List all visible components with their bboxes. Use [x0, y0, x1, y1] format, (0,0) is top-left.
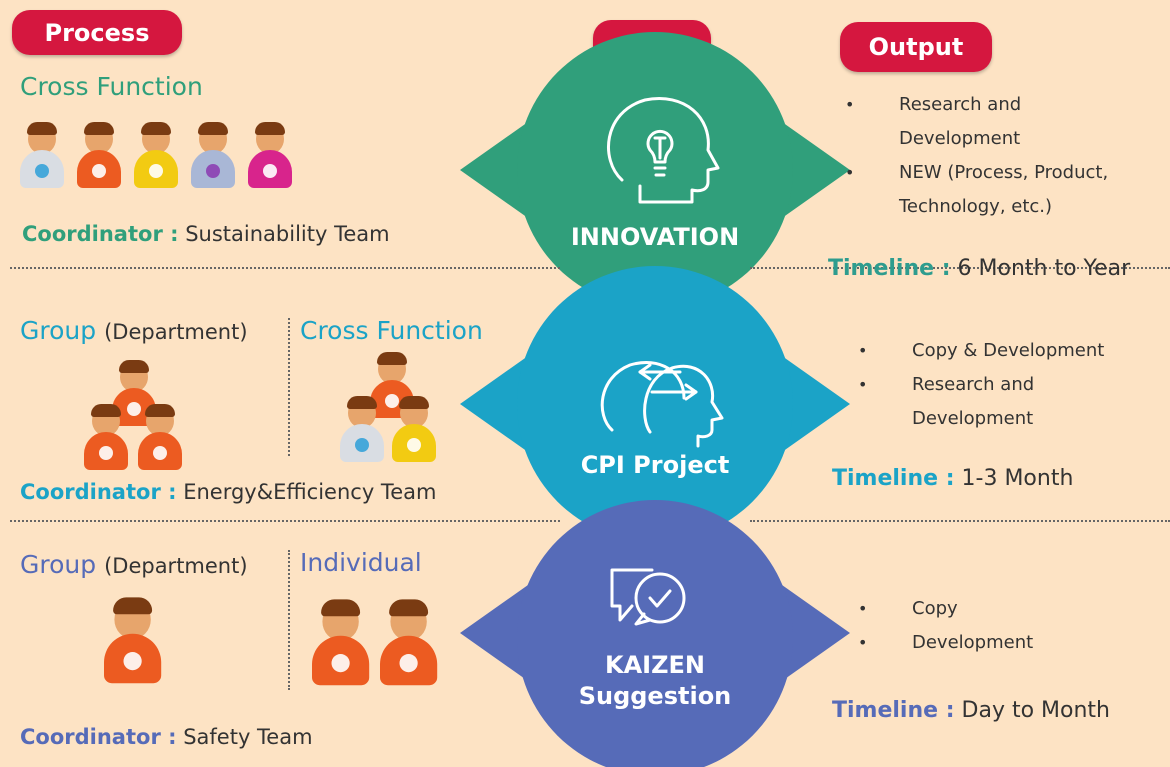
- row2-timeline: Timeline : 1-3 Month: [832, 466, 1074, 491]
- row3-coordinator: Coordinator : Safety Team: [20, 725, 313, 749]
- person-icon: [248, 122, 292, 188]
- person-icon: [104, 597, 162, 684]
- person-icon: [191, 122, 235, 188]
- innovation-circle: [517, 32, 793, 308]
- row3-process-heading-left: Group (Department): [20, 550, 248, 579]
- row2-process-heading-left: Group (Department): [20, 316, 248, 345]
- row2-coordinator: Coordinator : Energy&Efficiency Team: [20, 480, 437, 504]
- output-item: Research and Development: [845, 88, 1079, 156]
- innovation-arrow-left: [460, 122, 560, 218]
- row-divider-2-right: [750, 520, 1170, 522]
- row3-process-heading-right: Individual: [300, 548, 422, 577]
- output-item: Research and Development: [858, 368, 1102, 436]
- innovation-label: INNOVATION: [570, 223, 740, 251]
- person-icon: [84, 404, 128, 470]
- chat-check-icon: [610, 568, 686, 626]
- column-divider-row-3: [288, 550, 290, 690]
- row1-coordinator: Coordinator : Sustainability Team: [22, 222, 390, 246]
- kaizen-arrow-right: [750, 585, 850, 681]
- output-item: Development: [858, 626, 1162, 660]
- output-item: Copy & Development: [858, 334, 1162, 368]
- row2-output-list: Copy & Development Research and Developm…: [858, 334, 1162, 436]
- innovation-arrow-right: [750, 122, 850, 218]
- row-divider-1-right: [750, 267, 1170, 269]
- kaizen-circle: [517, 500, 793, 767]
- row-divider-1-left: [10, 267, 560, 269]
- row2-process-heading-right: Cross Function: [300, 316, 483, 345]
- person-icon: [312, 599, 370, 686]
- column-divider-row-2: [288, 318, 290, 456]
- person-icon: [138, 404, 182, 470]
- row-divider-2-left: [10, 520, 560, 522]
- row1-process-heading: Cross Function: [20, 72, 203, 101]
- cpi-project-arrow-right: [750, 356, 850, 452]
- exchange-heads-icon: [600, 360, 724, 448]
- cpi-project-label: CPI Project: [580, 451, 730, 479]
- row1-output-list: Research and Development NEW (Process, P…: [845, 88, 1139, 224]
- process-header: Process: [12, 10, 182, 55]
- output-item: Copy: [858, 592, 1162, 626]
- cpi-project-arrow-left: [460, 356, 560, 452]
- row3-timeline: Timeline : Day to Month: [832, 698, 1110, 723]
- kaizen-arrow-left: [460, 585, 560, 681]
- output-item: NEW (Process, Product, Technology, etc.): [845, 156, 1139, 224]
- person-icon: [77, 122, 121, 188]
- lightbulb-head-icon: [607, 97, 720, 204]
- row3-output-list: Copy Development: [858, 592, 1162, 660]
- person-icon: [392, 396, 436, 462]
- person-icon: [134, 122, 178, 188]
- person-icon: [20, 122, 64, 188]
- cpi-project-circle: [517, 266, 793, 542]
- output-header: Output: [840, 22, 992, 72]
- person-icon: [340, 396, 384, 462]
- row1-timeline: Timeline : 6 Month to Year: [828, 256, 1131, 281]
- kaizen-label: KAIZEN Suggestion: [578, 651, 732, 710]
- person-icon: [380, 599, 438, 686]
